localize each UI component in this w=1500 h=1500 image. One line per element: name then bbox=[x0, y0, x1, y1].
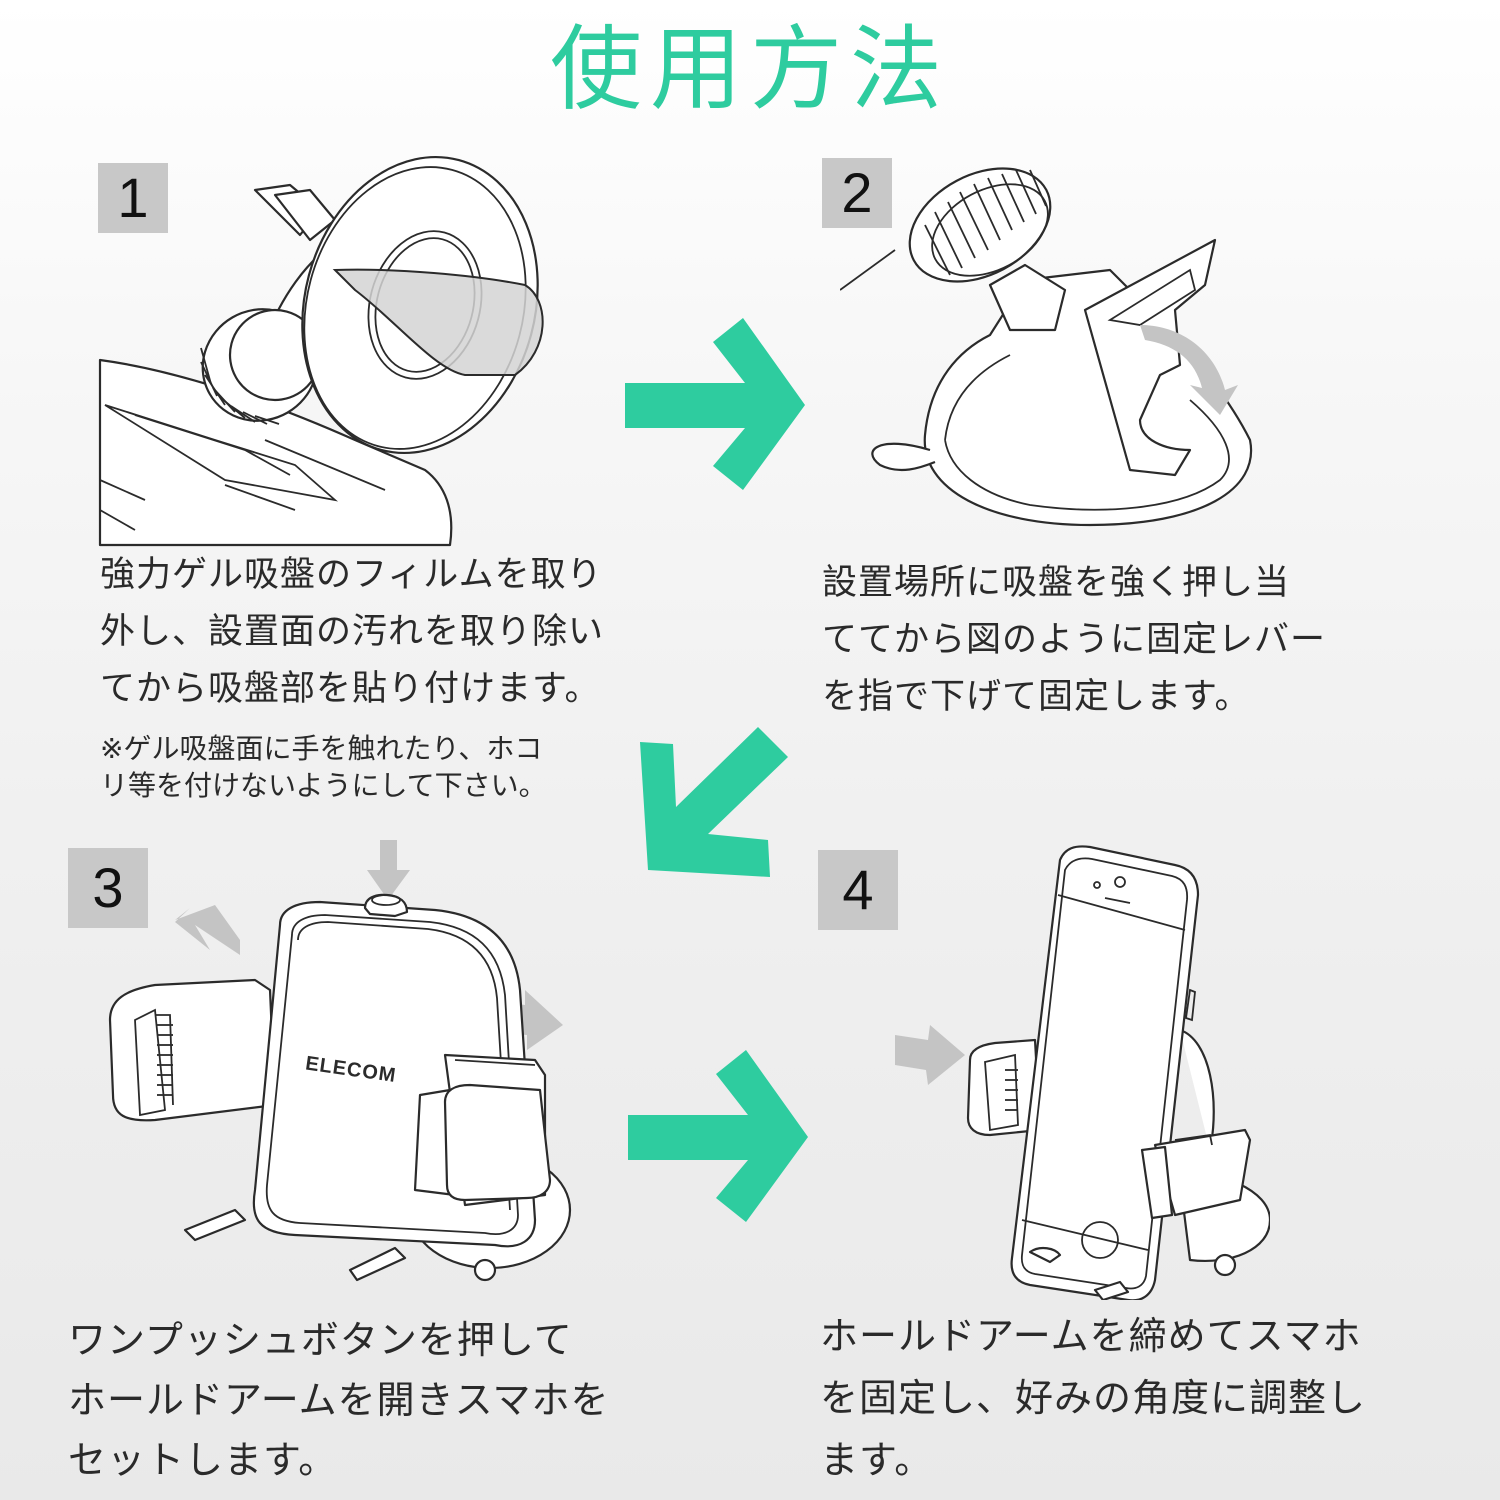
step-4-illustration bbox=[895, 845, 1270, 1300]
step-1-line: 強力ゲル吸盤のフィルムを取り bbox=[100, 555, 603, 595]
note-line: ※ゲル吸盤面に手を触れたり、ホコ bbox=[100, 732, 543, 765]
arrow-down-left-icon bbox=[640, 727, 788, 877]
step-4-line: を固定し、好みの角度に調整し bbox=[820, 1376, 1367, 1420]
step-2-line: ててから図のように固定レバー bbox=[822, 620, 1327, 660]
step-1-caution-note: ※ゲル吸盤面に手を触れたり、ホコ リ等を付けないようにして下さい。 bbox=[100, 730, 547, 804]
step-4-line: ます。 bbox=[820, 1438, 934, 1482]
note-line: リ等を付けないようにして下さい。 bbox=[100, 769, 547, 802]
step-1-line: 外し、設置面の汚れを取り除い bbox=[100, 612, 605, 652]
step-2-line: 設置場所に吸盤を強く押し当 bbox=[822, 563, 1291, 603]
step-2-instructions: 設置場所に吸盤を強く押し当 ててから図のように固定レバー を指で下げて固定します… bbox=[822, 555, 1326, 726]
knurled-ring bbox=[908, 167, 1052, 283]
step-3-line: ホールドアームを開きスマホを bbox=[68, 1378, 610, 1422]
step-1-line: てから吸盤部を貼り付けます。 bbox=[100, 669, 601, 709]
step-1-illustration bbox=[98, 155, 544, 547]
left-hold-arm bbox=[108, 978, 277, 1122]
peeling-film bbox=[332, 268, 544, 376]
step-1-instructions: 強力ゲル吸盤のフィルムを取り 外し、設置面の汚れを取り除い てから吸盤部を貼り付… bbox=[100, 547, 604, 718]
right-hold-arm bbox=[413, 1053, 552, 1207]
step-4-line: ホールドアームを締めてスマホ bbox=[820, 1314, 1362, 1358]
step-4-badge: 4 bbox=[818, 850, 898, 930]
lever-down-hint-arrow bbox=[1140, 325, 1238, 415]
arrow-right-icon bbox=[625, 318, 805, 490]
step-3-line: セットします。 bbox=[68, 1438, 338, 1482]
dashboard-shape bbox=[98, 358, 453, 547]
push-button-hint-arrow bbox=[367, 840, 410, 900]
flow-arrow-right-2 bbox=[628, 1050, 808, 1222]
step-2-line: を指で下げて固定します。 bbox=[822, 677, 1251, 717]
flow-arrow-right-1 bbox=[625, 318, 805, 490]
arm-close-left-hint-arrow bbox=[895, 1025, 965, 1085]
step-3-instructions: ワンプッシュボタンを押して ホールドアームを開きスマホを セットします。 bbox=[68, 1310, 609, 1490]
knurled-ring bbox=[200, 308, 322, 425]
step-2-illustration bbox=[840, 167, 1253, 527]
smartphone bbox=[1010, 845, 1200, 1300]
arm-open-left-hint-arrow bbox=[175, 905, 240, 955]
page-title: 使用方法 bbox=[549, 16, 950, 123]
step-2-badge: 2 bbox=[822, 158, 892, 228]
flow-arrow-down-left bbox=[640, 727, 788, 877]
step-4-instructions: ホールドアームを締めてスマホ を固定し、好みの角度に調整し ます。 bbox=[820, 1305, 1366, 1491]
step-3-line: ワンプッシュボタンを押して bbox=[68, 1318, 573, 1362]
step-1-badge: 1 bbox=[98, 163, 168, 233]
step-3-badge: 3 bbox=[68, 848, 148, 928]
arrow-right-icon bbox=[628, 1050, 808, 1222]
step-3-illustration: ELECOM bbox=[108, 840, 572, 1282]
